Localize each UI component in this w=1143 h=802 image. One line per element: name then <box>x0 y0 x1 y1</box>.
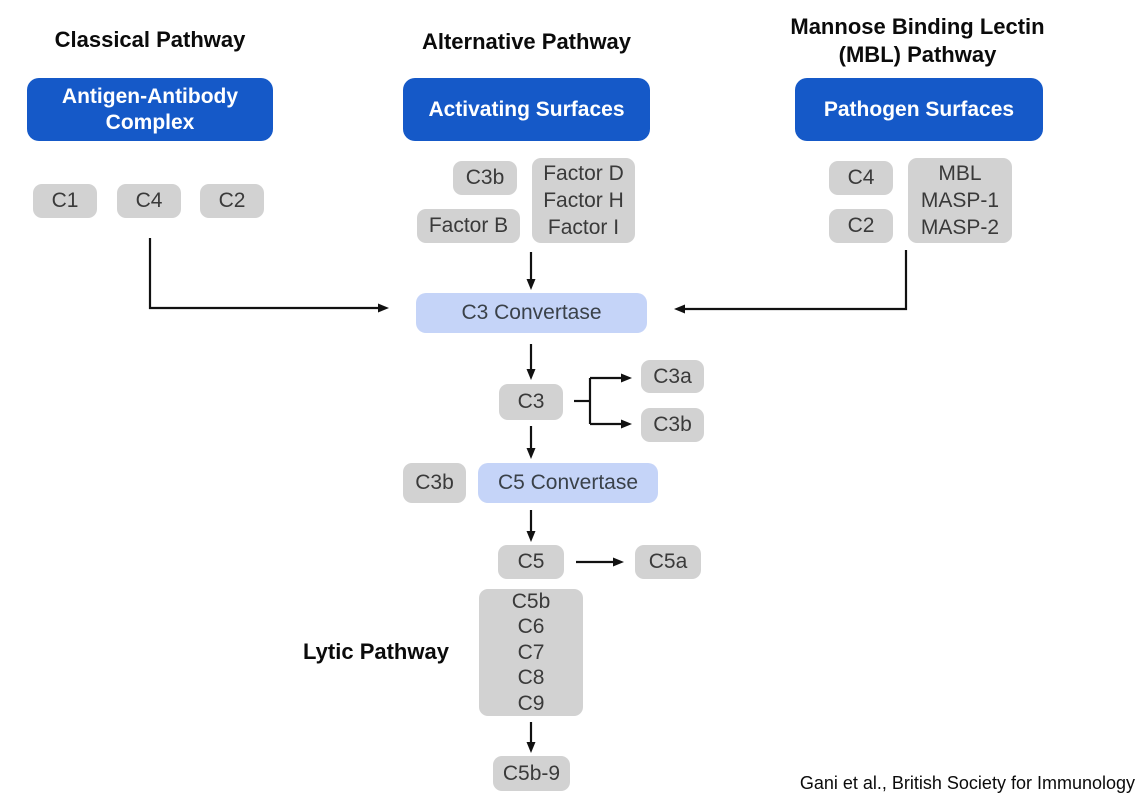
component-masp1: MASP-1 <box>920 189 1000 212</box>
component-factor-d: Factor D <box>543 162 624 185</box>
component-c2-mbl: C2 <box>829 209 893 243</box>
alternative-pathway-title: Alternative Pathway <box>421 29 632 54</box>
component-mac-group: C5b C6 C7 C8 C9 <box>479 589 583 716</box>
component-c3: C3 <box>499 384 563 420</box>
component-c5: C5 <box>498 545 564 579</box>
component-mbl-masp: MBL MASP-1 MASP-2 <box>908 158 1012 243</box>
component-c2: C2 <box>200 184 264 218</box>
antigen-antibody-complex-box: Antigen-Antibody Complex <box>27 78 273 141</box>
component-c4: C4 <box>117 184 181 218</box>
component-factor-i: Factor I <box>547 216 620 239</box>
arrow-mbl-to-c3convertase <box>674 250 908 314</box>
component-factor-b: Factor B <box>417 209 520 243</box>
component-mbl: MBL <box>938 162 982 185</box>
mbl-pathway-title-line2: (MBL) Pathway <box>838 42 997 67</box>
component-c5b: C5b <box>511 589 551 613</box>
component-c5b-9: C5b-9 <box>493 756 570 791</box>
component-c7: C7 <box>517 640 545 664</box>
lytic-pathway-title: Lytic Pathway <box>303 639 449 664</box>
mbl-pathway-title: Mannose Binding Lectin (MBL) Pathway <box>770 13 1065 69</box>
pathogen-surfaces-box: Pathogen Surfaces <box>795 78 1043 141</box>
mbl-pathway-title-line1: Mannose Binding Lectin <box>790 14 1045 39</box>
c3-convertase-box: C3 Convertase <box>416 293 647 333</box>
arrow-classical-to-c3convertase <box>148 238 389 313</box>
classical-pathway-title: Classical Pathway <box>54 27 246 52</box>
component-factor-h: Factor H <box>543 189 624 212</box>
component-c1: C1 <box>33 184 97 218</box>
component-c9: C9 <box>517 691 545 715</box>
component-c3b-split: C3b <box>641 408 704 442</box>
component-c6: C6 <box>517 615 545 639</box>
component-c8: C8 <box>517 666 545 690</box>
component-c3b-alternative: C3b <box>453 161 517 195</box>
c5-convertase-box: C5 Convertase <box>478 463 658 503</box>
credit-text: Gani et al., British Society for Immunol… <box>799 773 1135 793</box>
component-c4-mbl: C4 <box>829 161 893 195</box>
component-c5a: C5a <box>635 545 701 579</box>
component-c3a: C3a <box>641 360 704 393</box>
component-factors-dhi: Factor D Factor H Factor I <box>532 158 635 243</box>
component-masp2: MASP-2 <box>920 216 1000 239</box>
activating-surfaces-box: Activating Surfaces <box>403 78 650 141</box>
component-c3b-cofactor: C3b <box>403 463 466 503</box>
